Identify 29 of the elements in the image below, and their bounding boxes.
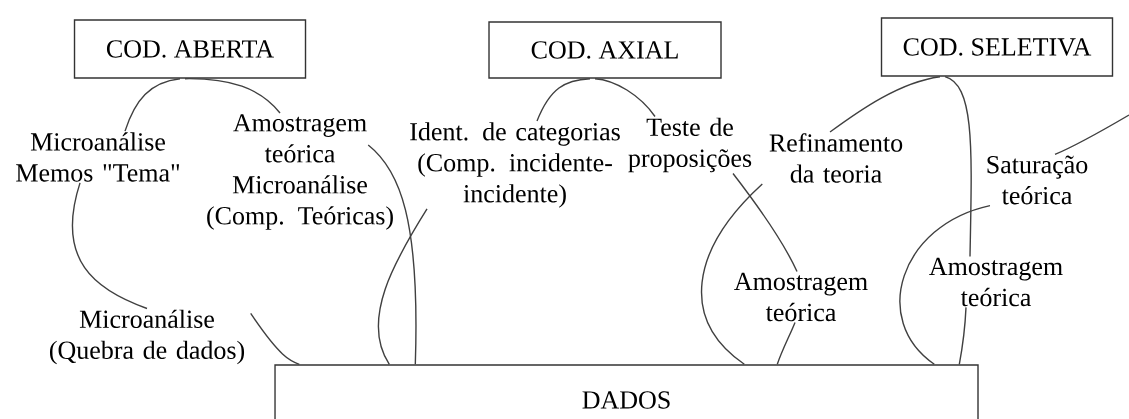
connector-line <box>71 182 148 310</box>
data-box: DADOS <box>274 364 979 419</box>
node-label: Refinamento da teoria <box>769 133 903 183</box>
connector-line <box>958 306 967 365</box>
connector-line <box>250 312 300 365</box>
connector-line <box>1054 114 1129 156</box>
connector-line <box>776 321 796 365</box>
node-label: Teste de proposições <box>628 117 752 173</box>
node-label: Amostragem teórica <box>734 272 868 322</box>
connector-line <box>367 144 417 365</box>
node-label: Microanálise (Quebra de dados) <box>50 309 245 365</box>
node-label: Microanálise Memos "Tema" <box>16 132 180 182</box>
connector-line <box>184 78 281 114</box>
node-label: Amostragem teórica Microanálise (Comp. Teóricas) <box>207 114 393 230</box>
connector-line <box>701 183 763 365</box>
connector-line <box>732 172 798 273</box>
connector-line <box>377 208 428 365</box>
coding-box: COD. ABERTA <box>73 19 307 79</box>
node-label: Amostragem teórica <box>929 257 1063 307</box>
connector-line <box>899 204 991 365</box>
connector-line <box>829 76 941 133</box>
connector-line <box>124 78 181 132</box>
coding-box: COD. AXIAL <box>488 21 722 79</box>
node-label: Saturação teórica <box>987 155 1088 205</box>
node-label: Ident. de categorias (Comp. incidente- incidente) <box>410 122 620 208</box>
connector-line <box>944 76 972 258</box>
connector-line <box>536 78 591 122</box>
coding-box: COD. SELETIVA <box>880 17 1114 77</box>
connector-line <box>594 78 656 118</box>
